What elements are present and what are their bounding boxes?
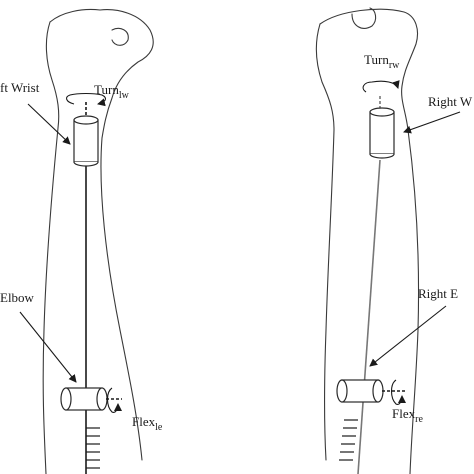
right-wrist-rotation-arrow xyxy=(362,80,400,93)
right-elbow-flex-label: Flexre xyxy=(392,406,423,425)
left-elbow-label: Elbow xyxy=(0,290,35,305)
right-arm-outline-right xyxy=(319,8,420,474)
right-elbow-cylinder xyxy=(336,379,384,403)
left-elbow-rotation-arrow xyxy=(106,387,122,413)
left-arm: Turnlw ft Wrist Flexle Elbow xyxy=(0,8,163,474)
right-wrist-label: Right W xyxy=(428,94,473,109)
left-elbow-cylinder xyxy=(60,387,108,411)
left-fist-finger xyxy=(111,27,129,46)
left-wrist-turn-label: Turnlw xyxy=(94,82,130,101)
right-forearm-rod xyxy=(357,159,381,474)
left-arm-outline-left xyxy=(49,8,154,461)
left-wrist-pointer xyxy=(27,103,71,145)
left-arm-outline-right xyxy=(42,21,60,474)
left-wrist-rotation-arrow xyxy=(65,92,107,107)
left-elbow-flex-label: Flexle xyxy=(132,414,163,433)
left-wrist-label: ft Wrist xyxy=(0,80,40,95)
right-wrist-cylinder xyxy=(369,107,395,159)
left-wrist-cylinder xyxy=(73,115,99,167)
right-arm-outline-left xyxy=(315,23,335,461)
right-fist-finger xyxy=(351,7,377,29)
right-upper-arm-hatch xyxy=(339,419,358,461)
left-elbow-pointer xyxy=(19,311,77,383)
right-elbow-pointer xyxy=(369,305,447,367)
right-wrist-pointer xyxy=(403,111,461,134)
right-arm: Turnrw Right W Flexre Right E xyxy=(315,7,473,474)
right-wrist-turn-label: Turnrw xyxy=(364,52,400,71)
right-elbow-label: Right E xyxy=(418,286,458,301)
left-upper-arm-hatch xyxy=(86,427,100,469)
right-elbow-rotation-arrow xyxy=(390,379,406,405)
